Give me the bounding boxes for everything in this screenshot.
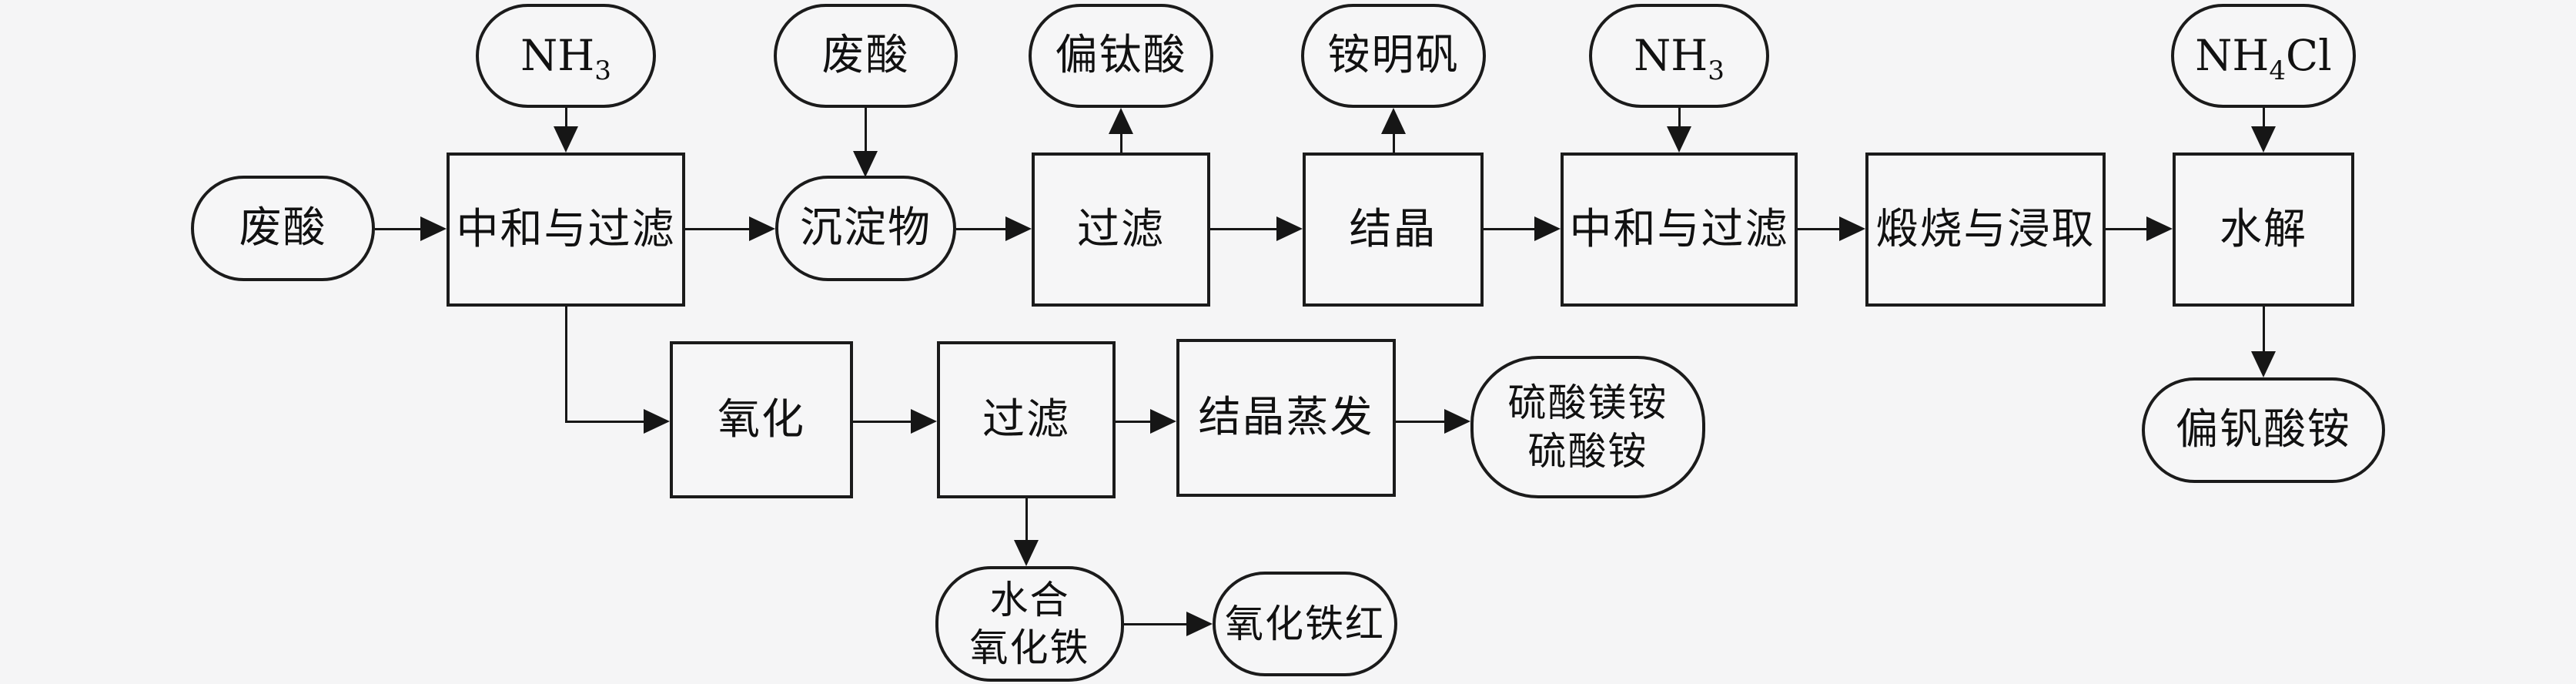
node-iron-oxide-red: 氧化铁红	[1213, 572, 1397, 676]
arrow-line	[1025, 498, 1028, 540]
node-waste-acid-2: 废酸	[774, 4, 958, 108]
node-filter-2: 过滤	[937, 341, 1116, 498]
node-ammonium-metavanadate: 偏钒酸铵	[2142, 377, 2385, 483]
node-magnesium-ammonium-sulfate: 硫酸镁铵 硫酸铵	[1470, 356, 1705, 498]
arrowhead-down-icon	[1014, 540, 1039, 566]
arrow-line	[375, 228, 420, 230]
arrow-line	[2263, 307, 2265, 351]
node-label: 氧化铁红	[1225, 602, 1385, 645]
arrowhead-right-icon	[1839, 216, 1865, 241]
node-hydrated-iron-oxide: 水合 氧化铁	[935, 566, 1124, 682]
arrow-line	[1116, 421, 1150, 423]
node-label: 废酸	[239, 204, 327, 252]
arrow-line	[2106, 228, 2146, 230]
node-label: 氧化	[717, 395, 805, 443]
arrow-line	[1210, 228, 1276, 230]
node-neutralize-filter-2: 中和与过滤	[1561, 153, 1798, 307]
arrowhead-right-icon	[911, 409, 937, 434]
node-neutralize-filter-1: 中和与过滤	[447, 153, 685, 307]
arrow-line	[1124, 623, 1186, 625]
node-label: 中和与过滤	[456, 205, 676, 253]
arrow-line	[565, 421, 644, 423]
node-filter-1: 过滤	[1032, 153, 1210, 307]
arrowhead-down-icon	[554, 126, 578, 153]
arrow-line	[1396, 421, 1444, 423]
arrowhead-right-icon	[1150, 409, 1176, 434]
arrowhead-right-icon	[644, 409, 670, 434]
node-label: NH4Cl	[2195, 31, 2332, 87]
node-label: 中和与过滤	[1569, 205, 1789, 253]
node-nh3-1: NH3	[476, 4, 656, 108]
node-waste-acid-1: 废酸	[191, 176, 375, 281]
node-label: 偏钒酸铵	[2175, 406, 2351, 454]
node-label: 铵明矾	[1327, 32, 1460, 79]
node-label: 废酸	[821, 32, 910, 79]
node-label: 过滤	[982, 395, 1070, 443]
arrow-line	[685, 228, 749, 230]
arrowhead-right-icon	[1444, 409, 1470, 434]
node-crystallize-evaporate: 结晶蒸发	[1176, 339, 1396, 497]
arrowhead-right-icon	[1005, 216, 1032, 241]
arrowhead-up-icon	[1381, 108, 1406, 134]
node-label: NH3	[520, 31, 611, 87]
arrow-line	[565, 306, 567, 422]
node-hydrolysis: 水解	[2173, 153, 2354, 307]
node-metatitanic-acid: 偏钛酸	[1029, 4, 1213, 108]
node-oxidize: 氧化	[670, 341, 853, 498]
node-precipitate: 沉淀物	[775, 176, 956, 281]
arrowhead-up-icon	[1109, 108, 1133, 134]
arrow-line	[956, 228, 1005, 230]
node-label: 硫酸镁铵 硫酸铵	[1507, 381, 1668, 473]
arrowhead-right-icon	[749, 216, 775, 241]
arrow-line	[1484, 228, 1534, 230]
arrow-line	[1798, 228, 1839, 230]
arrow-line	[865, 108, 867, 151]
arrowhead-right-icon	[420, 216, 447, 241]
arrowhead-down-icon	[2251, 126, 2276, 153]
node-label: 结晶	[1349, 205, 1437, 253]
arrow-line	[853, 421, 911, 423]
arrowhead-right-icon	[1186, 612, 1213, 636]
node-nh3-2: NH3	[1589, 4, 1769, 108]
node-label: 过滤	[1076, 205, 1165, 253]
node-crystallize: 结晶	[1303, 153, 1484, 307]
arrow-line	[2263, 108, 2265, 126]
arrow-line	[1393, 134, 1395, 153]
arrowhead-down-icon	[1667, 126, 1691, 153]
arrowhead-right-icon	[1276, 216, 1303, 241]
node-calcine-leach: 煅烧与浸取	[1865, 153, 2106, 307]
node-label: 水解	[2219, 205, 2307, 253]
node-nh4cl: NH4Cl	[2171, 4, 2356, 108]
node-label: 结晶蒸发	[1198, 394, 1374, 441]
arrow-line	[1678, 108, 1681, 126]
arrow-line	[1120, 134, 1122, 153]
arrowhead-right-icon	[2146, 216, 2173, 241]
arrowhead-down-icon	[2251, 351, 2276, 377]
node-ammonium-alum: 铵明矾	[1301, 4, 1486, 108]
arrow-line	[565, 108, 567, 126]
node-label: NH3	[1634, 31, 1725, 87]
node-label: 水合 氧化铁	[969, 578, 1090, 670]
node-label: 煅烧与浸取	[1875, 205, 2096, 253]
node-label: 偏钛酸	[1055, 32, 1187, 79]
arrowhead-down-icon	[853, 151, 878, 177]
node-label: 沉淀物	[799, 204, 932, 252]
arrowhead-right-icon	[1534, 216, 1561, 241]
